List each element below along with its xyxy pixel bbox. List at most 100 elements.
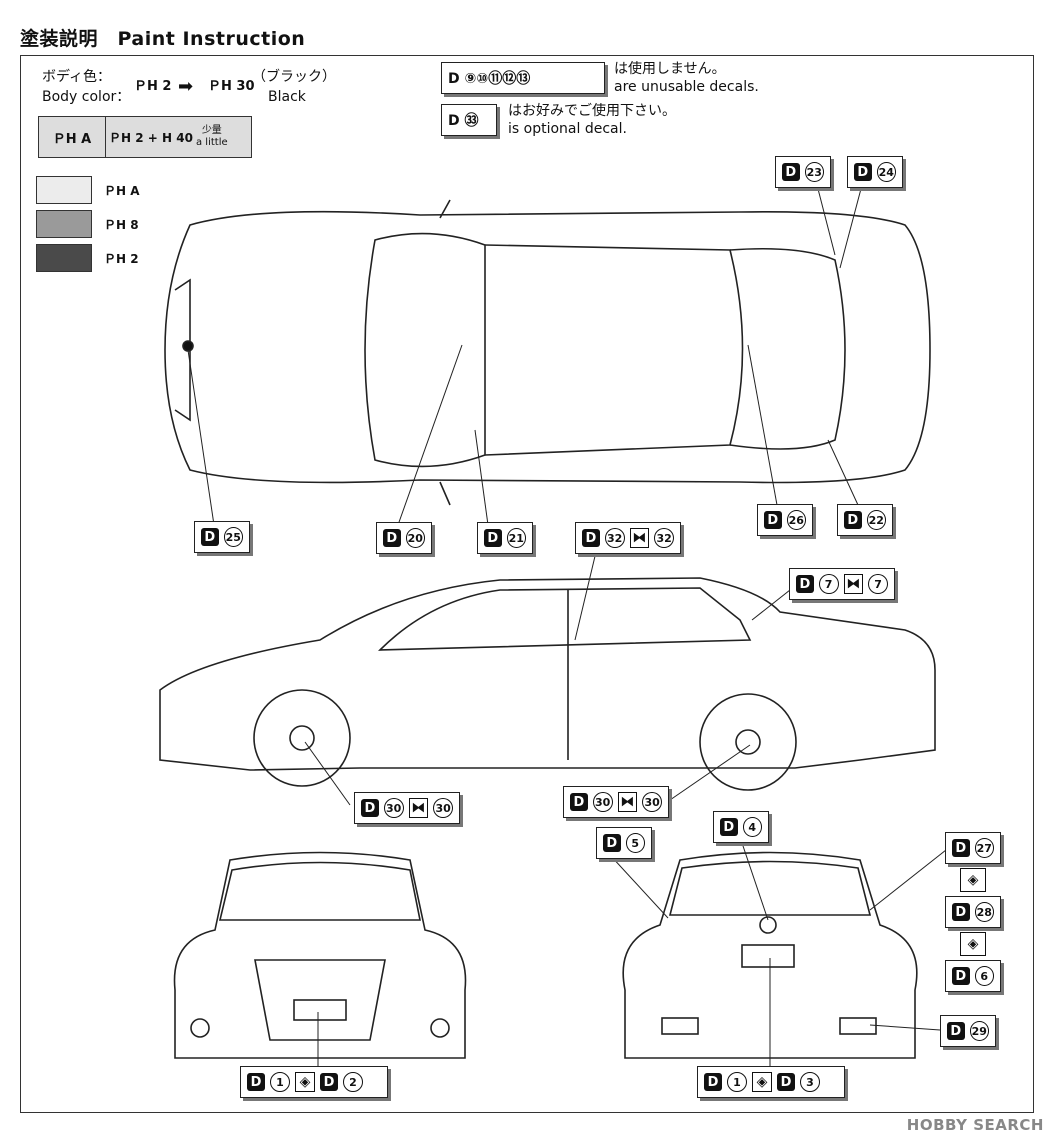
either-or-icon: ◈ — [295, 1072, 315, 1092]
decal-callout-29: D 29 — [940, 1015, 996, 1047]
decal-letter: D — [952, 903, 970, 921]
decal-callout-21: D 21 — [477, 522, 533, 554]
decal-callout-24: D 24 — [847, 156, 903, 188]
decal-callout-7-pair: D 7 ⧓ 7 — [789, 568, 895, 600]
instruction-frame — [20, 55, 1034, 1113]
decal-letter: D — [582, 529, 600, 547]
arrow-right-icon: ➡ — [178, 76, 194, 97]
swatch-label-ph-2: ＰH 2 — [104, 252, 139, 266]
decal-number: 1 — [270, 1072, 290, 1092]
decal-letter: D — [777, 1073, 795, 1091]
body-color-to: ＰH 30 — [208, 79, 255, 94]
decal-letter: D — [603, 834, 621, 852]
mirror-pair-icon: ⧓ — [617, 792, 638, 812]
decal-callout-5: D 5 — [596, 827, 652, 859]
decal-letter: D — [947, 1022, 965, 1040]
mix-note-jp: 少量 — [201, 125, 222, 136]
decal-letter: D — [320, 1073, 338, 1091]
decal-callout-25: D 25 — [194, 521, 250, 553]
top-view-car — [164, 199, 931, 506]
unusable-jp: は使用しません。 — [614, 61, 726, 77]
unusable-en: are unusable decals. — [614, 79, 759, 95]
decal-number: 25 — [223, 527, 243, 547]
mix-right: ＰH 2 + H 40 — [109, 130, 193, 145]
decal-number: 30 — [383, 798, 404, 818]
decal-number: 1 — [727, 1072, 747, 1092]
decal-number: 21 — [506, 528, 526, 548]
body-color-label-en: Body color： — [42, 89, 131, 105]
decal-number: 30 — [642, 792, 662, 812]
decal-letter: D — [720, 818, 738, 836]
swatch-label-ph-8: ＰH 8 — [104, 218, 139, 232]
decal-callout-20: D 20 — [376, 522, 432, 554]
decal-letter: D — [854, 163, 872, 181]
mirror-pair-icon: ⧓ — [629, 528, 650, 548]
decal-number: 27 — [974, 838, 994, 858]
unusable-decals-box: D ⑨⑩⑪⑫⑬ — [441, 62, 605, 94]
decal-letter: D — [952, 839, 970, 857]
decal-number: 28 — [974, 902, 994, 922]
optional-decal-code: D ㉝ — [448, 113, 479, 129]
paint-mix-box: ＰH A ＰH 2 + H 40 少量 a little — [38, 116, 252, 158]
decal-letter: D — [704, 1073, 722, 1091]
decal-number: 23 — [804, 162, 824, 182]
optional-decal-box: D ㉝ — [441, 104, 497, 136]
swatch-ph-2 — [36, 244, 92, 272]
rear-view-car — [622, 851, 918, 1059]
side-view-car — [159, 577, 936, 791]
body-color-name-en: Black — [268, 89, 306, 105]
decal-callout-32-pair: D 32 ⧓ 32 — [575, 522, 681, 554]
decal-callout-6: D 6 — [945, 960, 1001, 992]
decal-number: 32 — [654, 528, 674, 548]
mix-note-en: a little — [196, 137, 228, 148]
mirror-pair-icon: ⧓ — [408, 798, 429, 818]
decal-letter: D — [484, 529, 502, 547]
decal-number: 24 — [876, 162, 896, 182]
either-or-icon: ◈ — [960, 932, 986, 956]
decal-letter: D — [952, 967, 970, 985]
decal-callout-1-or-3: D 1 ◈ D 3 — [697, 1066, 845, 1098]
decal-number: 4 — [742, 817, 762, 837]
decal-callout-4: D 4 — [713, 811, 769, 843]
decal-letter: D — [764, 511, 782, 529]
decal-number: 7 — [818, 574, 839, 594]
decal-callout-23: D 23 — [775, 156, 831, 188]
body-color-label-jp: ボディ色： — [42, 69, 112, 85]
decal-callout-22: D 22 — [837, 504, 893, 536]
decal-callout-30-front-wheel: D 30 ⧓ 30 — [354, 792, 460, 824]
decal-number: 20 — [405, 528, 425, 548]
decal-number: 6 — [974, 966, 994, 986]
page-title: 塗装説明 Paint Instruction — [20, 28, 306, 50]
decal-letter: D — [383, 529, 401, 547]
decal-number: 26 — [786, 510, 806, 530]
decal-letter: D — [201, 528, 219, 546]
decal-number: 5 — [625, 833, 645, 853]
swatch-ph-8 — [36, 210, 92, 238]
decal-number: 32 — [604, 528, 625, 548]
decal-letter: D — [844, 511, 862, 529]
decal-number: 30 — [433, 798, 453, 818]
body-color-name-jp: （ブラック） — [252, 69, 336, 85]
unusable-decals-codes: D ⑨⑩⑪⑫⑬ — [448, 71, 531, 87]
decal-callout-26: D 26 — [757, 504, 813, 536]
watermark-text: HOBBY SEARCH — [906, 1116, 1044, 1134]
decal-callout-28: D 28 — [945, 896, 1001, 928]
either-or-icon: ◈ — [752, 1072, 772, 1092]
decal-callout-1-or-2: D 1 ◈ D 2 — [240, 1066, 388, 1098]
decal-letter: D — [782, 163, 800, 181]
swatch-label-ph-a: ＰH A — [104, 184, 140, 198]
either-or-icon: ◈ — [960, 868, 986, 892]
decal-number: 3 — [800, 1072, 820, 1092]
decal-letter: D — [796, 575, 814, 593]
optional-jp: はお好みでご使用下さい。 — [508, 103, 676, 119]
body-color-from: ＰH 2 — [134, 79, 172, 94]
decal-letter: D — [247, 1073, 265, 1091]
decal-number: 29 — [969, 1021, 989, 1041]
decal-callout-27: D 27 — [945, 832, 1001, 864]
leader-lines — [187, 184, 947, 1070]
decal-letter: D — [361, 799, 379, 817]
decal-callout-30-rear-wheel: D 30 ⧓ 30 — [563, 786, 669, 818]
decal-number: 2 — [343, 1072, 363, 1092]
decal-number: 7 — [868, 574, 888, 594]
